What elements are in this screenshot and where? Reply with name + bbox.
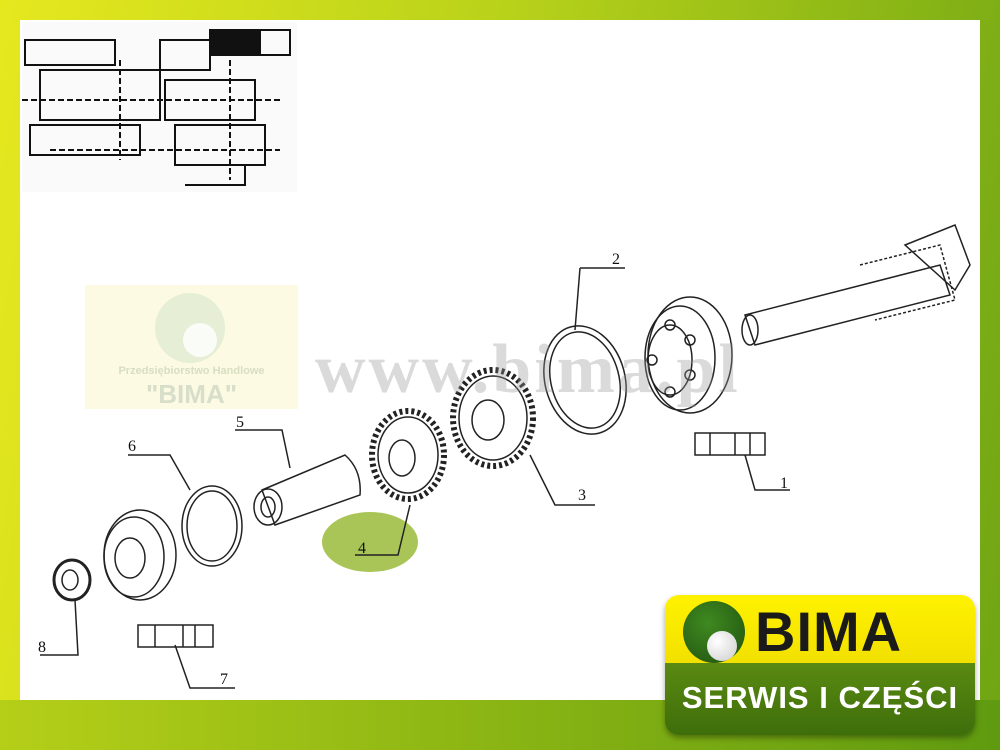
sleeve-5[interactable] <box>253 454 361 526</box>
leader-1 <box>744 454 790 491</box>
callout-8: 8 <box>38 639 46 656</box>
leader-2 <box>574 267 625 331</box>
callout-5: 5 <box>236 414 244 431</box>
callout-4: 4 <box>358 540 366 557</box>
gear-3[interactable] <box>450 367 536 469</box>
callout-3: 3 <box>578 487 586 504</box>
leader-3 <box>529 454 595 506</box>
o-ring-6[interactable] <box>181 485 243 567</box>
logo-name: BIMA <box>755 600 903 663</box>
watermark-name: "BIMA" <box>145 379 238 409</box>
watermark-company: Przedsiębiorstwo Handlowe <box>118 365 265 377</box>
leader-8 <box>40 599 79 656</box>
part-4-highlight <box>322 512 418 572</box>
logo-tagline: SERWIS I CZĘŚCI <box>665 663 975 735</box>
logo-top: BIMA <box>665 595 975 663</box>
callout-2: 2 <box>612 251 620 268</box>
bima-logo: BIMA SERWIS I CZĘŚCI <box>665 595 975 735</box>
ring-2[interactable] <box>532 317 638 444</box>
leader-7 <box>174 644 235 689</box>
callout-labels: 1 2 3 4 5 6 7 8 <box>38 251 788 688</box>
logo-white-ball-icon <box>707 631 737 661</box>
section-symbol-7 <box>137 624 214 648</box>
watermark-company-logo: Przedsiębiorstwo Handlowe "BIMA" <box>85 285 298 409</box>
watermark-logo-ball <box>183 323 217 357</box>
shaft-with-bearing[interactable] <box>644 224 971 414</box>
callout-6: 6 <box>128 438 136 455</box>
exploded-parts-diagram: 1 2 3 4 5 6 7 8 <box>22 22 971 689</box>
watermark-url: www.bima.pl <box>315 331 741 408</box>
gear-4[interactable] <box>369 408 447 502</box>
callout-7: 7 <box>220 671 228 688</box>
assembly-thumbnail <box>22 22 297 192</box>
bearing-7[interactable] <box>103 509 177 601</box>
nut-8[interactable] <box>52 558 92 602</box>
callout-1: 1 <box>780 475 788 492</box>
leader-6 <box>128 454 191 491</box>
leader-5 <box>235 429 291 469</box>
leader-4 <box>355 504 411 556</box>
section-symbol-1 <box>694 432 766 456</box>
